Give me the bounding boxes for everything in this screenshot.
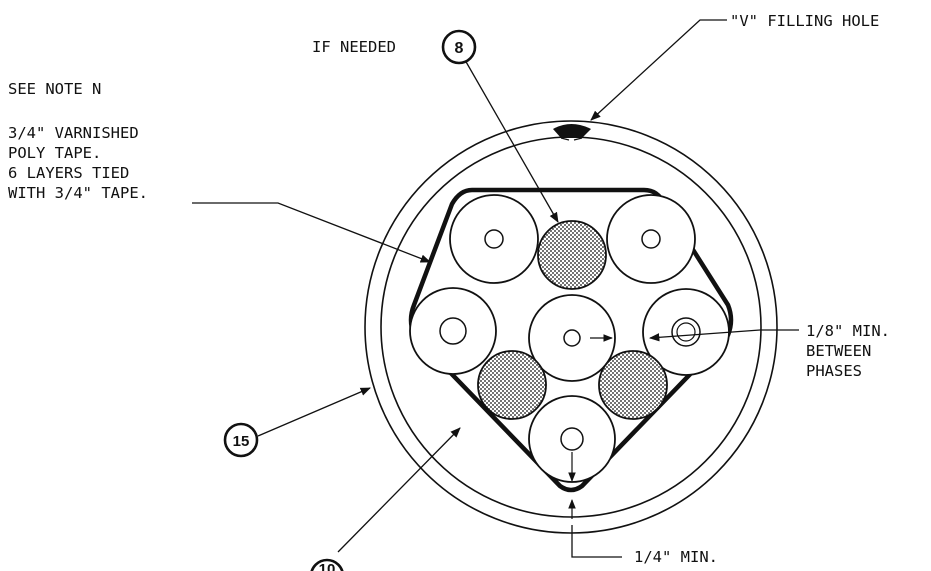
bottom-clearance-leader [571, 525, 622, 558]
phase-spacing-leader [648, 329, 799, 342]
filler-rod-lower-left [477, 350, 547, 420]
tape-note-label: 3/4" VARNISHED POLY TAPE. 6 LAYERS TIED … [8, 124, 148, 202]
callout-number-filler: 8 [455, 40, 464, 57]
conductor-core-center [563, 329, 581, 347]
callout-number-inner-fill: 10 [319, 561, 336, 571]
filler-rod-top [537, 220, 607, 290]
conductor-core-mid-left [439, 317, 467, 345]
conductor-insulation-top-right-core [641, 229, 661, 249]
callout-bubble-outer-sheath [223, 422, 259, 458]
bottom-clearance-label: 1/4" MIN. [634, 548, 718, 566]
if-needed-label: IF NEEDED [312, 38, 396, 56]
callout-number-outer-sheath: 15 [233, 433, 250, 450]
conductor-core-top-left [484, 229, 504, 249]
filler-callout-leader [464, 59, 559, 223]
v-filling-hole-label: "V" FILLING HOLE [730, 12, 880, 30]
inner-fill-leader [337, 427, 461, 553]
conductor-core-bottom [560, 427, 584, 451]
outer-jacket-outer-ring [364, 120, 778, 534]
callout-bubble-inner-fill [310, 558, 344, 571]
outer-sheath-leader [257, 387, 371, 437]
v-filling-hole-leader [590, 19, 727, 121]
filler-rod-lower-right [598, 350, 668, 420]
filling-hole-channel-left [560, 137, 570, 141]
tape-note-leader [192, 202, 431, 263]
callout-bubble-filler [441, 29, 477, 65]
phase-spacing-label: 1/8" MIN. BETWEEN PHASES [806, 322, 890, 380]
filling-hole-plug [553, 124, 591, 138]
conductor-core-mid-right-inner [676, 322, 696, 342]
see-note-label: SEE NOTE N [8, 80, 102, 98]
filling-hole-channel-right [573, 137, 583, 141]
